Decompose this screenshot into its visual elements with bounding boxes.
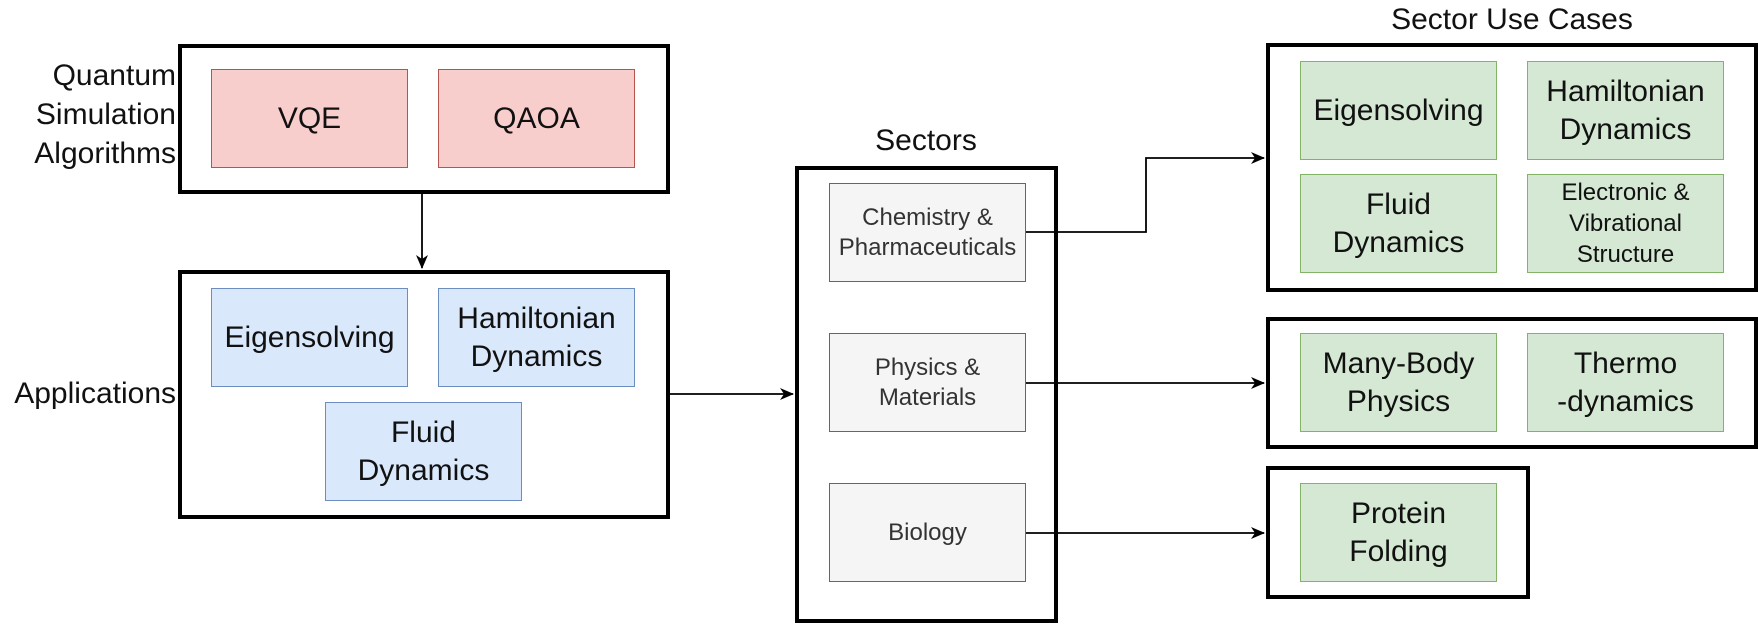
application-eigensolving[interactable]: Eigensolving: [211, 288, 408, 387]
algorithm-qaoa[interactable]: QAOA: [438, 69, 635, 168]
use-case-electronic-vibrational-structure[interactable]: Electronic & Vibrational Structure: [1527, 174, 1724, 273]
algorithm-vqe[interactable]: VQE: [211, 69, 408, 168]
use-case-thermodynamics[interactable]: Thermo -dynamics: [1527, 333, 1724, 432]
sector-chemistry-pharmaceuticals[interactable]: Chemistry & Pharmaceuticals: [829, 183, 1026, 282]
use-case-eigensolving[interactable]: Eigensolving: [1300, 61, 1497, 160]
applications-label: Applications: [14, 377, 176, 410]
sector-biology[interactable]: Biology: [829, 483, 1026, 582]
use-case-hamiltonian-dynamics[interactable]: Hamiltonian Dynamics: [1527, 61, 1724, 160]
use-case-fluid-dynamics[interactable]: Fluid Dynamics: [1300, 174, 1497, 273]
algorithms-label: Quantum Simulation Algorithms: [34, 59, 176, 170]
application-hamiltonian-dynamics[interactable]: Hamiltonian Dynamics: [438, 288, 635, 387]
use-case-many-body-physics[interactable]: Many-Body Physics: [1300, 333, 1497, 432]
use-cases-title: Sector Use Cases: [1391, 3, 1633, 36]
use-case-protein-folding[interactable]: Protein Folding: [1300, 483, 1497, 582]
arrow-chemistry-to-use-cases: [1026, 152, 1265, 233]
application-fluid-dynamics[interactable]: Fluid Dynamics: [325, 402, 522, 501]
sector-physics-materials[interactable]: Physics & Materials: [829, 333, 1026, 432]
sectors-title: Sectors: [875, 124, 977, 157]
